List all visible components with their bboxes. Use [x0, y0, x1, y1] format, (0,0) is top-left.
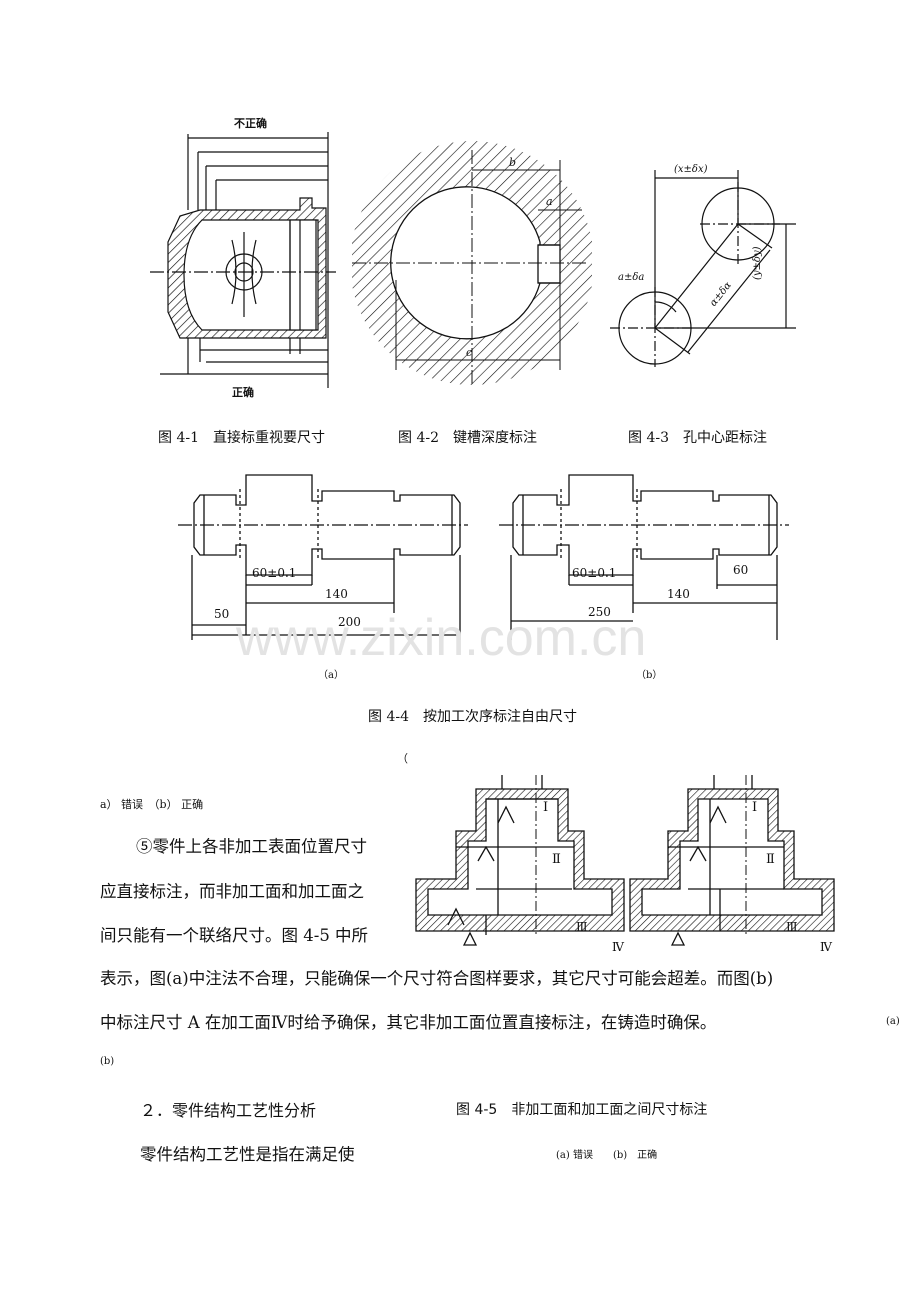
roman-II-a: Ⅱ	[552, 852, 561, 867]
figure-4-2	[352, 141, 592, 385]
dim-b-60-right: 60	[733, 563, 749, 577]
float-label-b: (b)	[100, 1056, 115, 1067]
label-a-delta: a±δa	[618, 272, 645, 283]
label-correct: 正确	[232, 386, 254, 399]
label-c: c	[466, 346, 473, 359]
watermark: www.zixin.com.cn	[236, 609, 647, 667]
subcaption-4-4a: （a）	[318, 670, 344, 681]
paragraph-line-4: 表示，图(a)中注法不合理，只能确保一个尺寸符合图样要求，其它尺寸可能会超差。而…	[100, 969, 774, 988]
subcaption-4-4b: （b）	[636, 670, 663, 681]
roman-III-a: Ⅲ	[576, 920, 588, 934]
dim-b-250: 250	[588, 605, 611, 619]
roman-II-b: Ⅱ	[766, 852, 775, 867]
figure-4-5a	[415, 775, 625, 946]
paragraph-line-1: ⑤零件上各非加工表面位置尺寸	[136, 837, 367, 856]
dim-a-50: 50	[214, 607, 230, 621]
caption-fig-4-5: 图 4-5 非加工面和加工面之间尺寸标注	[456, 1102, 708, 1118]
dim-a-60: 60±0.1	[252, 566, 297, 580]
figure-4-4b	[499, 474, 789, 640]
roman-I-b: Ⅰ	[752, 800, 758, 815]
figure-4-5b	[629, 775, 835, 946]
section-heading: ２．零件结构工艺性分析	[140, 1101, 317, 1120]
caption-fig-4-4: 图 4-4 按加工次序标注自由尺寸	[368, 709, 577, 725]
figure-4-1	[150, 132, 336, 388]
caption-fig-4-2: 图 4-2 键槽深度标注	[398, 430, 537, 446]
roman-III-b: Ⅲ	[786, 920, 798, 934]
label-y-delta: (y±δy)	[752, 246, 763, 280]
label-a: a	[546, 195, 553, 208]
dim-b-140: 140	[667, 587, 690, 601]
dim-b-60: 60±0.1	[572, 566, 617, 580]
roman-IV-b: Ⅳ	[820, 940, 832, 954]
label-incorrect: 不正确	[234, 117, 267, 130]
dim-a-140: 140	[325, 587, 348, 601]
legend-4-5-left: a） 错误 （b） 正确	[100, 798, 204, 811]
label-b: b	[509, 156, 517, 169]
roman-I-a: Ⅰ	[543, 800, 549, 815]
figure-4-3	[610, 170, 796, 367]
paragraph-line-5: 中标注尺寸 A 在加工面Ⅳ时给予确保，其它非加工面位置直接标注，在铸造时确保。	[100, 1013, 717, 1032]
paragraph-line-2: 应直接标注，而非加工面和加工面之	[100, 882, 364, 901]
dim-a-200: 200	[336, 615, 363, 629]
caption-fig-4-1: 图 4-1 直接标重视要尺寸	[158, 430, 325, 446]
roman-IV-a: Ⅳ	[612, 940, 624, 954]
figure-4-4a	[178, 474, 468, 640]
section-text: 零件结构工艺性是指在满足使	[140, 1145, 355, 1164]
paragraph-line-3: 间只能有一个联络尺寸。图 4-5 中所	[100, 926, 369, 945]
caption-fig-4-3: 图 4-3 孔中心距标注	[628, 430, 767, 446]
label-x-delta: (x±δx)	[674, 164, 708, 175]
float-label-a: (a)	[886, 1016, 900, 1027]
stray-paren: （	[397, 752, 408, 765]
subcaption-4-5: (a) 错误 (b) 正确	[556, 1150, 658, 1161]
